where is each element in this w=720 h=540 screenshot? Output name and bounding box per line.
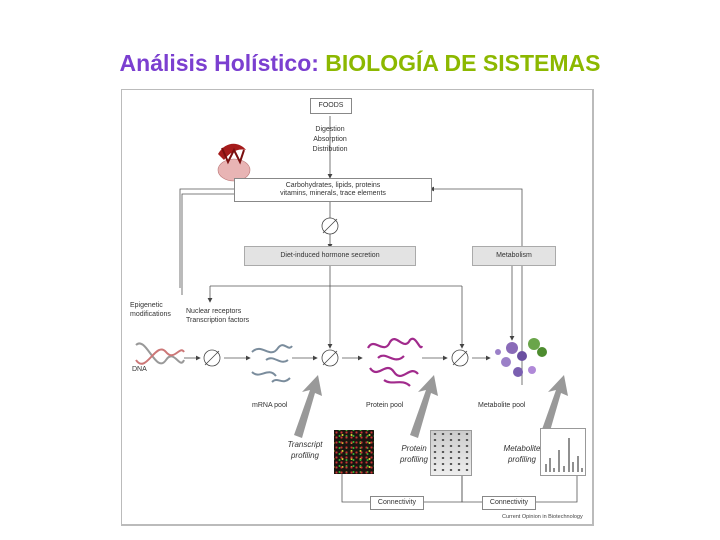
- nutrients-line2: vitamins, minerals, trace elements: [280, 190, 386, 197]
- dna-label: DNA: [132, 366, 147, 373]
- metabolism-box: Metabolism: [472, 246, 556, 266]
- nuclear-line2: Transcription factors: [186, 317, 250, 324]
- nutrients-box: Carbohydrates, lipids, proteins vitamins…: [234, 178, 432, 202]
- metabolite-profiling-line1: Metabolite: [503, 444, 541, 453]
- metabolite-pool-label: Metabolite pool: [478, 402, 526, 409]
- hormone-label: Diet-induced hormone secretion: [280, 252, 380, 259]
- title-part1: Análisis Holístico:: [119, 50, 319, 76]
- diagram-connectors: [135, 116, 578, 503]
- epigenetic-line1: Epigenetic: [130, 302, 163, 309]
- slide-title: Análisis Holístico: BIOLOGÍA DE SISTEMAS: [0, 50, 720, 77]
- protein-ribbon-icon: [217, 143, 251, 182]
- title-part2: BIOLOGÍA DE SISTEMAS: [325, 50, 601, 76]
- microarray-image-icon: [334, 430, 374, 474]
- protein-structure-icon: [367, 337, 424, 387]
- connectivity-right-box: Connectivity: [482, 496, 536, 510]
- epigenetic-line2: modifications: [130, 311, 171, 318]
- nutrients-line1: Carbohydrates, lipids, proteins: [285, 182, 381, 189]
- connectivity-left-box: Connectivity: [370, 496, 424, 510]
- protein-profiling-line1: Protein: [401, 444, 427, 453]
- foods-box: FOODS: [310, 98, 352, 114]
- nuclear-line1: Nuclear receptors: [186, 308, 242, 315]
- transcript-profiling-line2: profiling: [290, 451, 319, 460]
- figure-credit: Current Opinion in Biotechnology: [502, 514, 583, 520]
- connectivity-right-label: Connectivity: [489, 499, 529, 506]
- mrna-pool-label: mRNA pool: [252, 402, 288, 409]
- transcript-profiling-line1: Transcript: [287, 440, 323, 449]
- metabolite-cluster-icon: [495, 338, 547, 377]
- protein-pool-label: Protein pool: [366, 402, 404, 409]
- 2d-gel-image-icon: [430, 430, 472, 476]
- hormone-box: Diet-induced hormone secretion: [244, 246, 416, 266]
- digestion-label: Digestion: [315, 126, 345, 133]
- absorption-label: Absorption: [313, 136, 347, 143]
- connectivity-left-label: Connectivity: [377, 499, 417, 506]
- dna-helix-icon: [135, 342, 185, 365]
- foods-label: FOODS: [318, 102, 344, 109]
- protein-profiling-line2: profiling: [399, 455, 428, 464]
- mrna-strands-icon: [251, 344, 293, 383]
- systems-biology-diagram: FOODS Digestion Absorption Distribution …: [121, 89, 594, 526]
- metabolite-profiling-line2: profiling: [507, 455, 536, 464]
- distribution-label: Distribution: [312, 146, 348, 153]
- mass-spectrum-icon: [540, 428, 586, 476]
- metabolism-label: Metabolism: [496, 252, 532, 259]
